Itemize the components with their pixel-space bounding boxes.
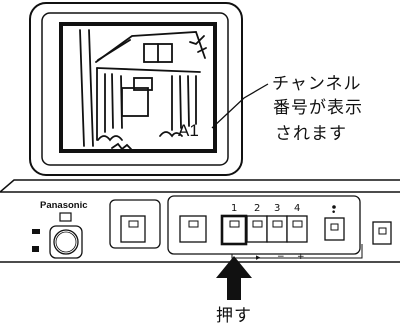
channel-number-4: 4: [294, 203, 301, 214]
channel-number-2: 2: [254, 203, 261, 214]
channel-label: A1: [178, 121, 199, 140]
direction-mark-play: ▸: [256, 253, 261, 263]
callout-text-line2: 番号が表示: [273, 98, 363, 118]
channel-button-3[interactable]: [266, 215, 288, 243]
direction-mark-minus: −: [277, 252, 285, 262]
power-indicator-top: [32, 229, 40, 234]
channel-range-bracket: [231, 244, 363, 259]
mode-dot-top: [332, 205, 336, 209]
monitor: [29, 2, 269, 176]
brand-label: Panasonic: [40, 200, 88, 211]
callout-text-line1: チャンネル: [272, 74, 362, 94]
selector-button[interactable]: [179, 215, 207, 243]
brand-indicator: [59, 212, 72, 222]
callout-leader-line: [211, 83, 269, 129]
channel-button-2[interactable]: [246, 215, 268, 243]
function-button[interactable]: [109, 199, 161, 249]
channel-number-3: 3: [274, 203, 281, 214]
control-panel: [0, 179, 400, 263]
push-label: 押す: [216, 306, 252, 326]
channel-button-1[interactable]: [220, 214, 248, 246]
house-illustration: [79, 29, 207, 151]
direction-mark-plus: +: [297, 252, 305, 262]
mode-glyph: •: [331, 208, 337, 218]
channel-number-1: 1: [231, 203, 238, 214]
power-indicator-bottom: [32, 246, 39, 252]
mode-button[interactable]: [324, 217, 345, 241]
monitor-screen: [59, 22, 217, 153]
channel-button-4[interactable]: [286, 215, 308, 243]
callout-text-line3: されます: [275, 124, 347, 144]
right-button[interactable]: [372, 221, 392, 245]
power-knob[interactable]: [49, 225, 83, 259]
push-arrow-icon: [216, 256, 252, 300]
